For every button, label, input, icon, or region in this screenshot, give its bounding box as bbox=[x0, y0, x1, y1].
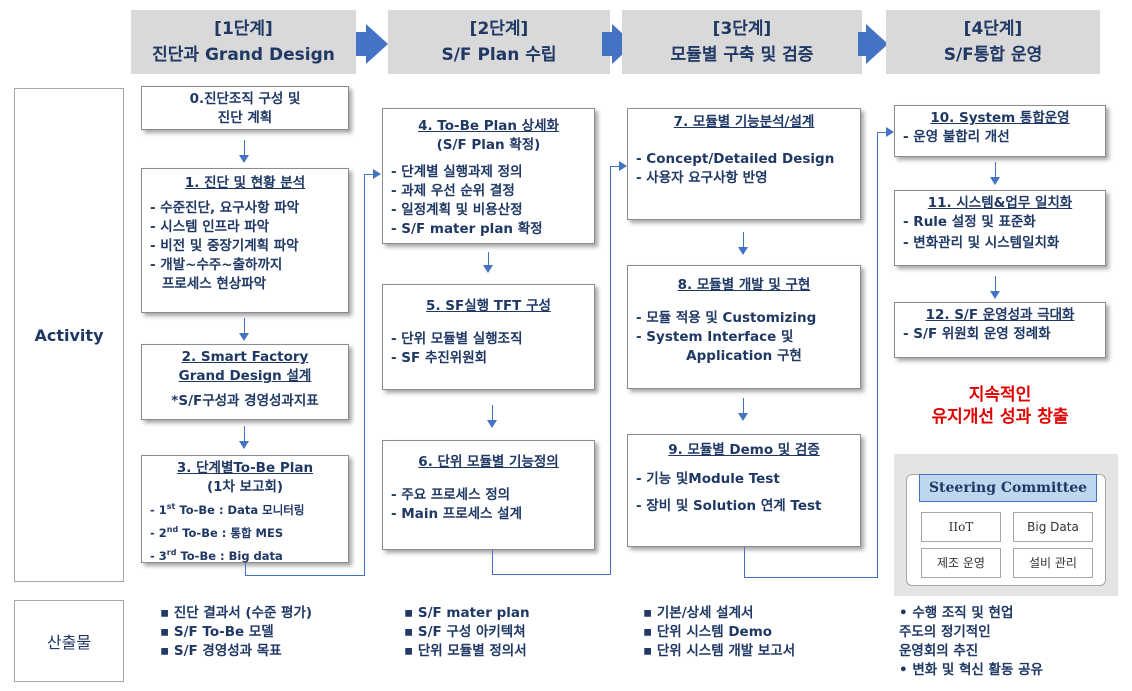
phase-arrow-stem bbox=[602, 32, 614, 56]
list-item: ▪ S/F 경영성과 목표 bbox=[160, 643, 282, 659]
step-box-0: 0.진단조직 구성 및 진단 계획 bbox=[141, 86, 349, 130]
arrow-down-icon bbox=[738, 247, 748, 255]
step-box-6: 6. 단위 모듈별 기능정의 - 주요 프로세스 정의 - Main 프로세스 … bbox=[382, 440, 595, 550]
connector bbox=[744, 577, 878, 578]
phase-name: 진단과 Grand Design bbox=[152, 45, 335, 65]
committee-cell-manufacturing: 제조 운영 bbox=[921, 548, 1001, 578]
step-box-8: 8. 모듈별 개발 및 구현 - 모듈 적용 및 Customizing - S… bbox=[627, 265, 861, 389]
connector bbox=[492, 574, 611, 575]
connector bbox=[244, 426, 245, 442]
list-item: 운영회의 추진 bbox=[899, 643, 979, 659]
connector bbox=[364, 174, 365, 576]
list-item: ▪ 단위 모듈별 정의서 bbox=[404, 643, 527, 659]
list-item: • 변화 및 혁신 활동 공유 bbox=[899, 662, 1043, 678]
phase-header-3: [3단계] 모듈별 구축 및 검증 bbox=[622, 10, 862, 74]
phase-name: S/F통합 운영 bbox=[943, 45, 1043, 65]
step-box-1: 1. 진단 및 현황 분석 - 수준진단, 요구사항 파악 - 시스템 인프라 … bbox=[141, 168, 349, 313]
to-be-line-1: - 1st To-Be : Data 모니터링 bbox=[150, 502, 305, 517]
list-item: • 수행 조직 및 현업 bbox=[899, 605, 1014, 621]
step-box-10: 10. System 통합운영 - 운영 불합리 개선 bbox=[894, 105, 1106, 157]
connector bbox=[488, 252, 489, 266]
phase-name: 모듈별 구축 및 검증 bbox=[670, 45, 814, 65]
list-item: ▪ S/F mater plan bbox=[404, 605, 530, 621]
arrow-right-icon bbox=[373, 169, 381, 179]
connector bbox=[244, 318, 245, 334]
connector bbox=[610, 166, 611, 575]
step-box-11: 11. 시스템&업무 일치화 - Rule 설정 및 표준화 - 변화관리 및 … bbox=[894, 190, 1106, 266]
phase-header-2: [2단계] S/F Plan 수립 bbox=[388, 10, 610, 74]
arrow-down-icon bbox=[239, 333, 249, 341]
list-item: ▪ S/F 구성 아키텍쳐 bbox=[404, 624, 526, 640]
arrow-down-icon bbox=[483, 265, 493, 273]
connector bbox=[743, 398, 744, 414]
arrow-down-icon bbox=[487, 420, 497, 428]
arrow-down-icon bbox=[990, 291, 1000, 299]
list-item: 주도의 정기적인 bbox=[899, 624, 991, 640]
connector bbox=[743, 232, 744, 248]
output-list-4: • 수행 조직 및 현업 주도의 정기적인 운영회의 추진 • 변화 및 혁신 … bbox=[899, 604, 1043, 680]
output-list-2: ▪ S/F mater plan ▪ S/F 구성 아키텍쳐 ▪ 단위 모듈별 … bbox=[404, 604, 530, 661]
list-item: ▪ 단위 시스템 개발 보고서 bbox=[643, 643, 796, 659]
committee-cell-bigdata: Big Data bbox=[1013, 512, 1093, 542]
step-box-12: 12. S/F 운영성과 극대화 - S/F 위원회 운영 정례화 bbox=[894, 302, 1106, 358]
committee-cell-iiot: IIoT bbox=[921, 512, 1001, 542]
output-row-label: 산출물 bbox=[14, 600, 124, 682]
list-item: ▪ 진단 결과서 (수준 평가) bbox=[160, 605, 313, 621]
phase-step: [2단계] bbox=[469, 19, 529, 39]
activity-row-label: Activity bbox=[14, 88, 124, 582]
phase-step: [4단계] bbox=[963, 19, 1023, 39]
steering-committee-panel: Steering Committee IIoT Big Data 제조 운영 설… bbox=[894, 454, 1118, 596]
to-be-line-3: - 3rd To-Be : Big data bbox=[150, 547, 283, 563]
to-be-line-2: - 2nd To-Be : 통합 MES bbox=[150, 524, 284, 540]
step-box-9: 9. 모듈별 Demo 및 검증 - 기능 및Module Test - 장비 … bbox=[627, 434, 861, 547]
steering-committee-title: Steering Committee bbox=[919, 474, 1097, 502]
phase-arrow-stem bbox=[356, 32, 368, 56]
phase-step: [1단계] bbox=[214, 19, 273, 39]
connector bbox=[877, 132, 878, 578]
step-box-2: 2. Smart Factory Grand Design 설계 *S/F구성과… bbox=[141, 344, 349, 420]
phase-name: S/F Plan 수립 bbox=[441, 45, 557, 65]
connector bbox=[877, 132, 887, 133]
phase-arrow-icon bbox=[866, 24, 888, 64]
connector bbox=[995, 162, 996, 178]
connector bbox=[244, 140, 245, 156]
arrow-down-icon bbox=[990, 177, 1000, 185]
step-box-3: 3. 단계별To-Be Plan (1차 보고회) - 1st To-Be : … bbox=[141, 455, 349, 563]
phase-arrow-icon bbox=[366, 24, 388, 64]
continuous-improvement-callout: 지속적인 유지개선 성과 창출 bbox=[931, 385, 1069, 427]
connector bbox=[364, 174, 374, 175]
arrow-right-icon bbox=[619, 161, 627, 171]
step-box-7: 7. 모듈별 기능분석/설계 - Concept/Detailed Design… bbox=[627, 108, 861, 220]
connector bbox=[245, 575, 365, 576]
output-list-1: ▪ 진단 결과서 (수준 평가) ▪ S/F To-Be 모델 ▪ S/F 경영… bbox=[160, 604, 312, 661]
connector bbox=[245, 563, 246, 575]
arrow-down-icon bbox=[239, 155, 249, 163]
connector bbox=[492, 405, 493, 421]
step-box-5: 5. SF실행 TFT 구성 - 단위 모듈별 실행조직 - SF 추진위원회 bbox=[382, 284, 595, 390]
arrow-right-icon bbox=[886, 127, 894, 137]
connector bbox=[744, 547, 745, 577]
phase-arrow-stem bbox=[858, 32, 868, 56]
step-box-4: 4. To-Be Plan 상세화 (S/F Plan 확정) - 단계별 실행… bbox=[382, 108, 595, 244]
list-item: ▪ S/F To-Be 모델 bbox=[160, 624, 274, 640]
connector bbox=[995, 276, 996, 292]
phase-header-4: [4단계] S/F통합 운영 bbox=[886, 10, 1100, 74]
arrow-down-icon bbox=[239, 441, 249, 449]
arrow-down-icon bbox=[738, 413, 748, 421]
list-item: ▪ 기본/상세 설계서 bbox=[643, 605, 754, 621]
phase-step: [3단계] bbox=[712, 19, 772, 39]
list-item: ▪ 단위 시스템 Demo bbox=[643, 624, 773, 640]
connector bbox=[492, 550, 493, 574]
phase-header-1: [1단계] 진단과 Grand Design bbox=[131, 10, 356, 74]
connector bbox=[610, 166, 620, 167]
committee-cell-equipment: 설비 관리 bbox=[1013, 548, 1093, 578]
output-list-3: ▪ 기본/상세 설계서 ▪ 단위 시스템 Demo ▪ 단위 시스템 개발 보고… bbox=[643, 604, 795, 661]
